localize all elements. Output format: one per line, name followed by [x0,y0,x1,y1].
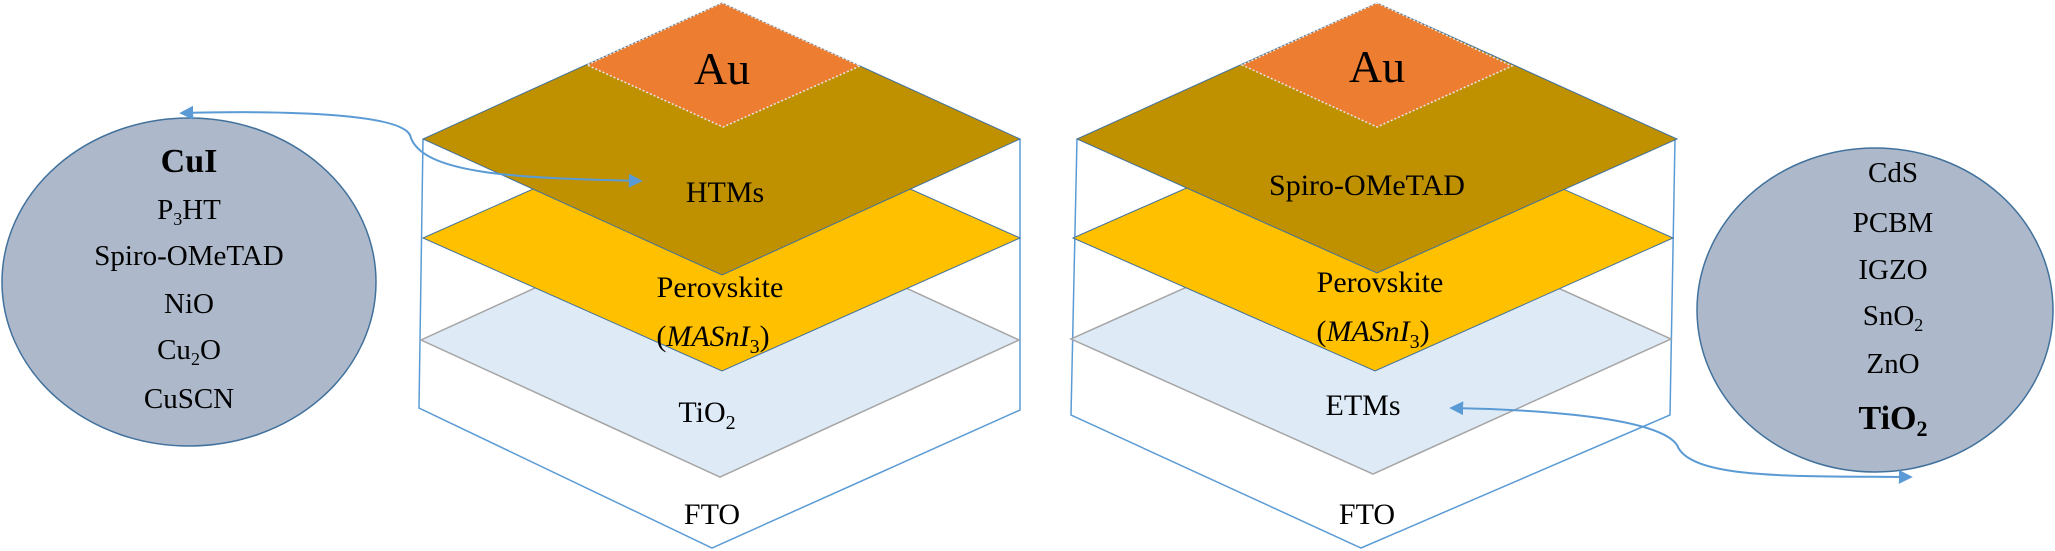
etm-material-item: PCBM [1853,207,1934,239]
left-htm-layer [421,2,1022,276]
etm-materials-list: CdS PCBM IGZO SnO2 ZnO TiO2 [1696,147,2054,473]
right-perovskite-label: Perovskite [1317,266,1444,299]
etm-material-item: IGZO [1858,254,1927,286]
left-double-arrow [179,105,643,188]
right-perovskite-formula: (MASnI3) [1316,315,1429,353]
right-etm-label: ETMs [1326,389,1401,422]
right-htm-layer [1075,2,1679,274]
right-au-label: Au [1349,41,1405,92]
left-au-layer [585,2,862,128]
htm-material-item: NiO [164,288,214,320]
etm-material-item: SnO2 [1863,300,1924,335]
left-perovskite-formula: (MASnI3) [656,320,769,358]
etm-material-item: CdS [1868,157,1918,189]
right-htm-label: Spiro-OMeTAD [1269,169,1465,202]
right-device-stack: Au Spiro-OMeTAD Perovskite (MASnI3) ETMs… [1069,2,1679,549]
left-fto-outline [418,138,1021,549]
htm-material-item: CuSCN [144,383,234,415]
htm-material-item: Cu2O [157,334,221,369]
right-fto-outline [1070,138,1676,549]
htm-material-item: P3HT [157,194,221,229]
right-double-arrow [1449,401,1913,484]
left-au-label: Au [694,43,750,94]
right-fto-label: FTO [1339,498,1395,531]
left-device-stack: Au HTMs Perovskite (MASnI3) TiO2 FTO [418,2,1022,549]
left-htm-label: HTMs [686,176,764,209]
left-etm-label: TiO2 [678,396,735,434]
htm-material-item: CuI [161,143,218,180]
left-fto-label: FTO [684,498,740,531]
left-perovskite-label: Perovskite [657,271,784,304]
htm-materials-list: CuI P3HT Spiro-OMeTAD NiO Cu2O CuSCN [1,117,377,447]
htm-material-item: Spiro-OMeTAD [94,240,283,272]
etm-material-item: ZnO [1866,348,1919,380]
right-au-layer [1240,2,1514,128]
